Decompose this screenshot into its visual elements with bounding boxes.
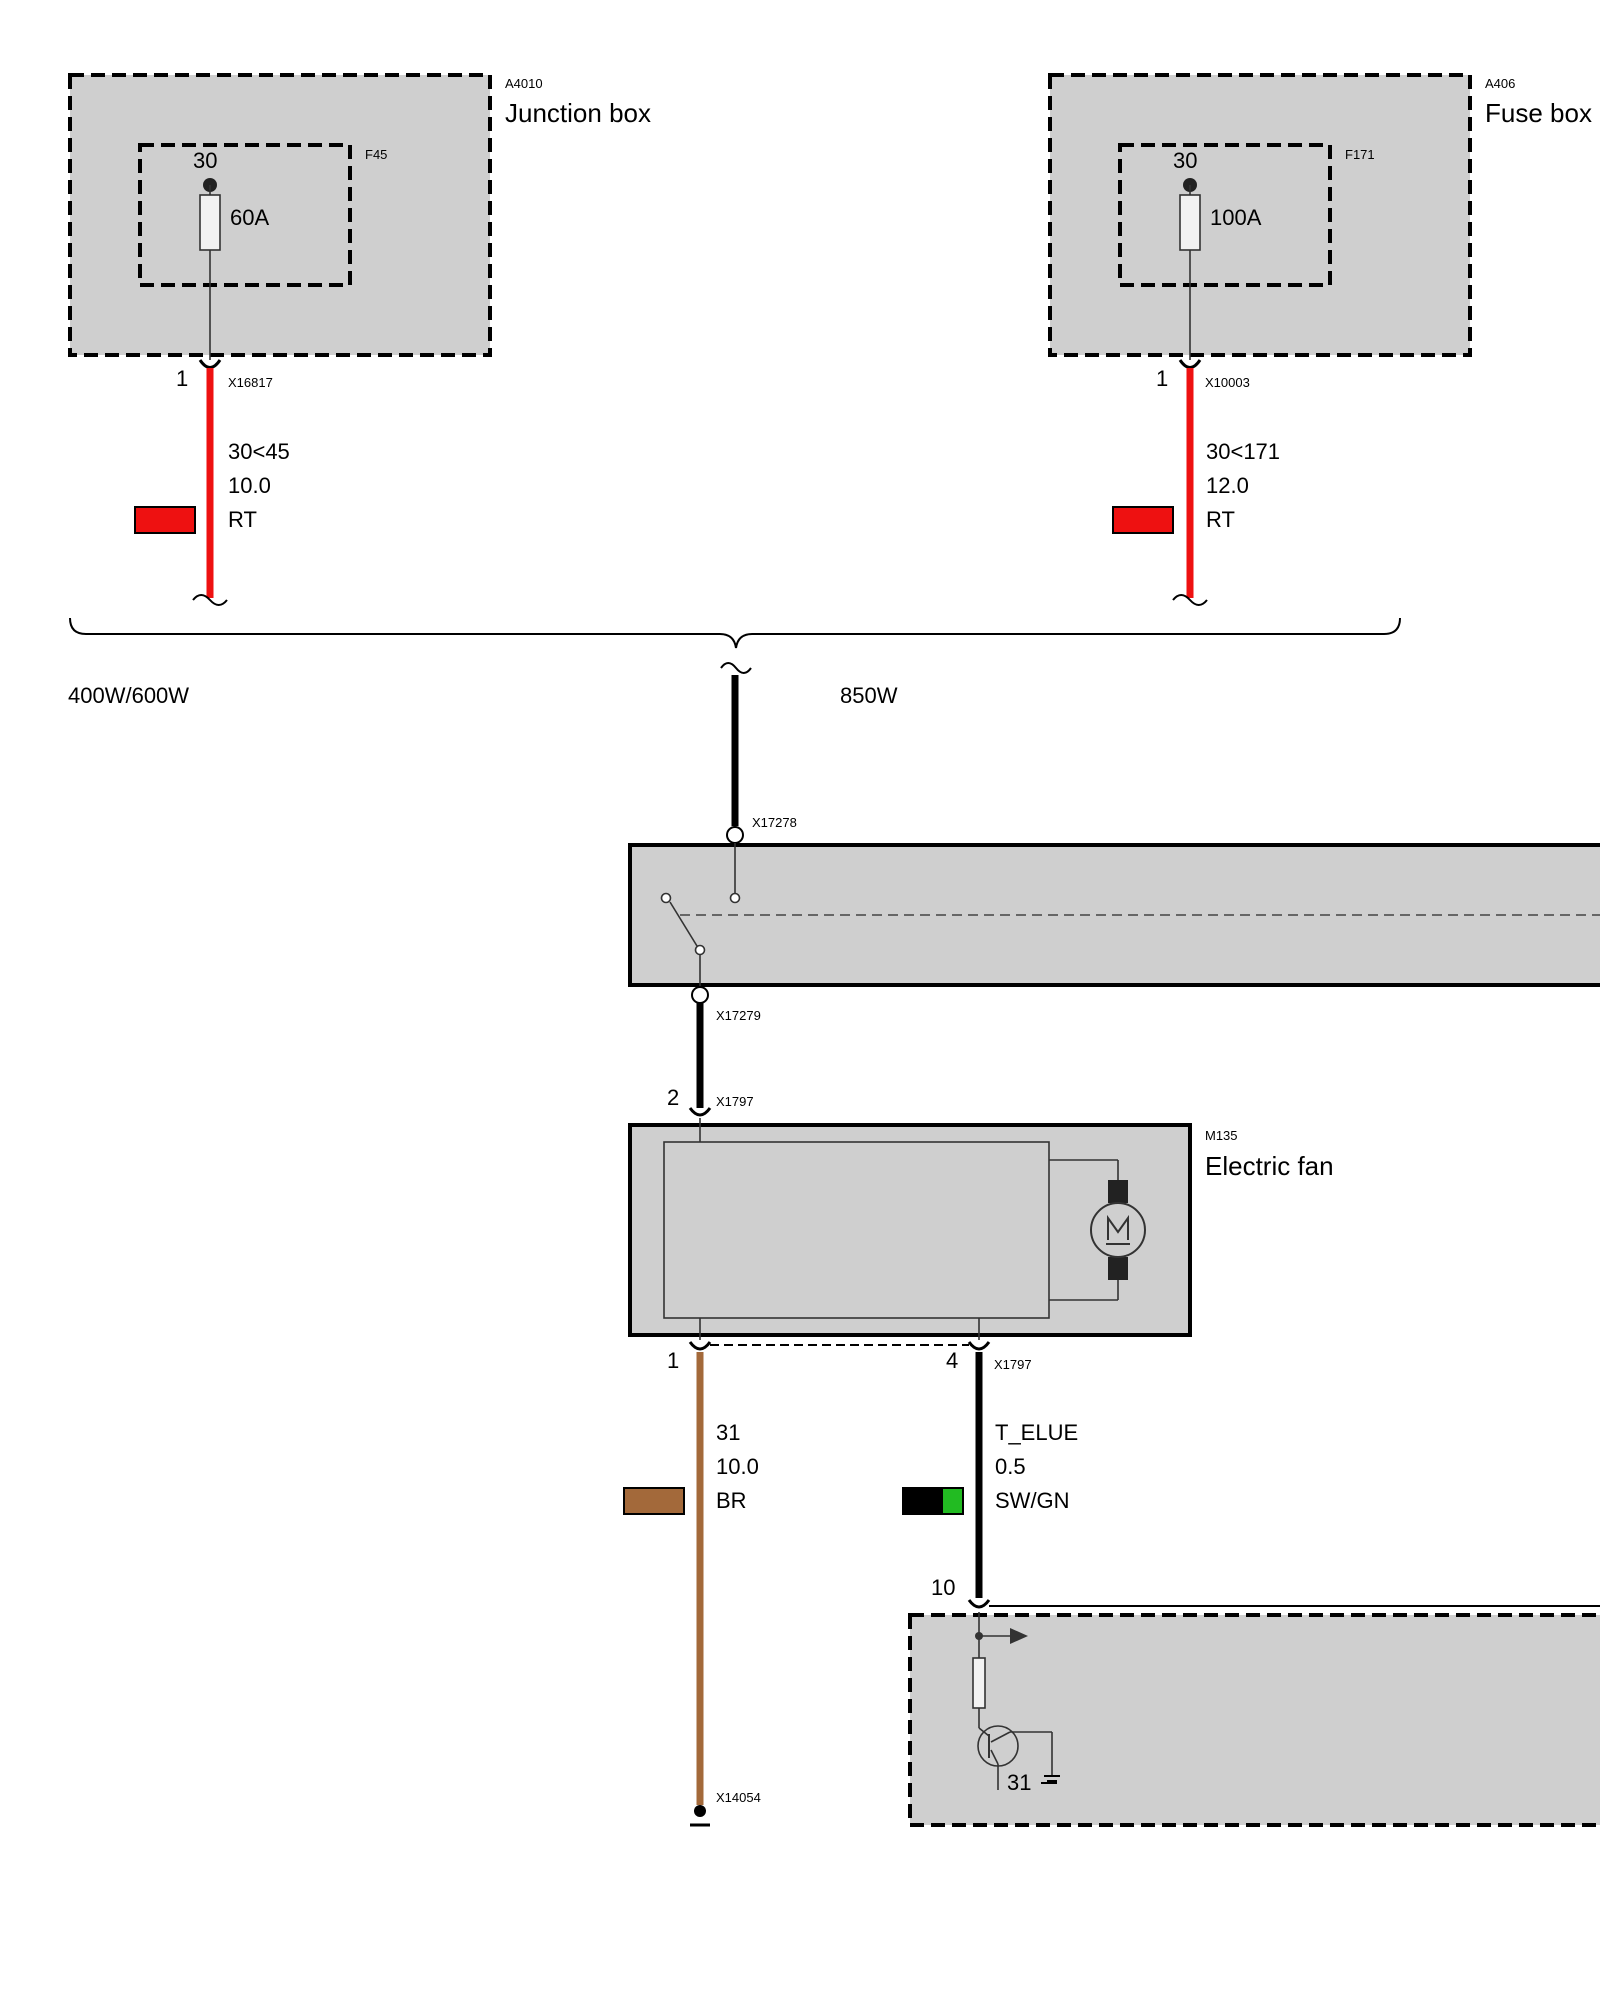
motor-icon [1090, 1202, 1146, 1258]
ground-point-id: X14054 [716, 1790, 761, 1805]
ecu-module: 31 [908, 1612, 1600, 1827]
wire-t-elue-signal: T_ELUE [995, 1420, 1078, 1445]
connector-fan-ground-symbol [688, 1341, 712, 1351]
electric-fan: M135 Electric fan [628, 1118, 1334, 1340]
connector-x10003-symbol [1178, 359, 1202, 369]
wire-color-swatch-black [903, 1488, 943, 1514]
connector-fan-ground-pin: 1 [667, 1348, 679, 1373]
fuse-f171-id: F171 [1345, 147, 1375, 162]
variant-right-label: 850W [840, 683, 898, 708]
wire-t-elue-size: 0.5 [995, 1454, 1026, 1479]
ecu-resistor-icon [972, 1657, 986, 1709]
connector-fan-control-symbol [967, 1341, 991, 1351]
connector-x17278-terminal [726, 826, 744, 844]
ecu-box-outline [908, 1613, 1600, 1827]
fuse-box-id: A406 [1485, 76, 1515, 91]
connector-x1797-output-id: X1797 [994, 1357, 1032, 1372]
relay-contact-open [660, 892, 672, 904]
wire-color-swatch-brown [623, 1487, 685, 1515]
fuse-f171-rating: 100A [1210, 205, 1262, 230]
wire-31-signal: 31 [716, 1420, 740, 1445]
wire-break-symbol [1172, 594, 1208, 606]
wire-30-171-color: RT [1206, 507, 1235, 532]
fuse-f171-outline [1118, 143, 1332, 287]
connector-x17279-terminal [691, 986, 709, 1004]
ecu-ground-label: 31 [1007, 1770, 1031, 1795]
wire-color-swatch-red [1112, 506, 1174, 534]
control-wire: T_ELUE 0.5 SW/GN 10 [902, 1352, 1600, 1609]
fuse-box-name: Fuse box [1485, 98, 1592, 128]
connector-x16817-pin: 1 [176, 366, 188, 391]
wire-color-swatch-red [134, 506, 196, 534]
fan-name: Electric fan [1205, 1151, 1334, 1181]
junction-box: A4010 Junction box F45 30 60A [68, 73, 651, 360]
connector-x1797-input-symbol [688, 1107, 712, 1117]
wire-31-color: BR [716, 1488, 747, 1513]
ground-wire: 31 10.0 BR X14054 [623, 1352, 761, 1827]
connector-x10003-pin: 1 [1156, 366, 1168, 391]
fuse-f45-terminal: 30 [193, 148, 217, 173]
wire-color-swatch-green [943, 1488, 963, 1514]
connector-x17278-id: X17278 [752, 815, 797, 830]
relay-contact-common [694, 944, 706, 956]
fan-outputs: 1 4 X1797 [667, 1341, 1032, 1373]
relay-unit [628, 843, 1600, 987]
wire-t-elue-color: SW/GN [995, 1488, 1070, 1513]
wire-break-symbol [720, 662, 752, 674]
wire-30-171-signal: 30<171 [1206, 439, 1280, 464]
fb-output: 1 X10003 30<171 12.0 RT [1112, 359, 1280, 606]
fuse-box: A406 Fuse box F171 30 100A [1048, 73, 1592, 360]
junction-box-name: Junction box [505, 98, 651, 128]
connector-x16817-symbol [198, 359, 222, 369]
fuse-f171-terminal: 30 [1173, 148, 1197, 173]
relay-switch-blade [669, 901, 698, 947]
wire-30-171-size: 12.0 [1206, 473, 1249, 498]
motor-brush-bottom [1108, 1257, 1128, 1280]
connector-x1797-input-pin: 2 [667, 1085, 679, 1110]
fuse-f45-icon [199, 194, 221, 251]
ground-point-dot [694, 1805, 706, 1817]
variant-brace: 400W/600W 850W [68, 617, 1401, 708]
junction-box-outline [68, 73, 492, 357]
jb-output: 1 X16817 30<45 10.0 RT [134, 359, 290, 606]
connector-x17279-id: X17279 [716, 1008, 761, 1023]
motor-m-glyph [1107, 1214, 1129, 1240]
fuse-f171-icon [1179, 194, 1201, 251]
motor-brush-top [1108, 1180, 1128, 1203]
wire-30-45-size: 10.0 [228, 473, 271, 498]
connector-ecu-symbol [967, 1599, 991, 1609]
relay-contact-fixed [729, 892, 741, 904]
connector-x10003-id: X10003 [1205, 375, 1250, 390]
wire-30-45-color: RT [228, 507, 257, 532]
wire-break-symbol [192, 594, 228, 606]
connector-x16817-id: X16817 [228, 375, 273, 390]
junction-box-id: A4010 [505, 76, 543, 91]
fan-id: M135 [1205, 1128, 1238, 1143]
ecu-signal-arrow-icon [1010, 1628, 1028, 1644]
wire-31-size: 10.0 [716, 1454, 759, 1479]
fuse-f45-id: F45 [365, 147, 387, 162]
variant-left-label: 400W/600W [68, 683, 189, 708]
wire-30-45-signal: 30<45 [228, 439, 290, 464]
connector-x1797-input-id: X1797 [716, 1094, 754, 1109]
brace-symbol [69, 617, 1401, 649]
fan-controller-block [663, 1141, 1050, 1319]
fuse-f45-outline [138, 143, 352, 287]
connector-fan-control-pin: 4 [946, 1348, 958, 1373]
fuse-f45-rating: 60A [230, 205, 269, 230]
connector-ecu-pin: 10 [931, 1575, 955, 1600]
